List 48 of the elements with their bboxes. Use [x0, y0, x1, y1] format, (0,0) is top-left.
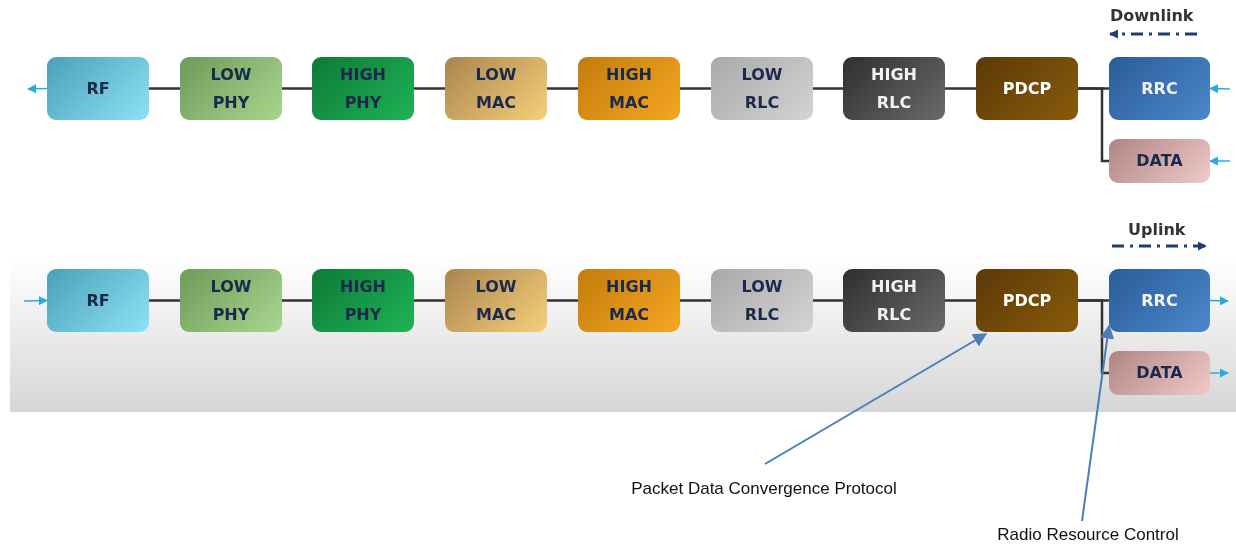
direction-label: Uplink [1128, 220, 1186, 239]
layer-block: PDCP [976, 269, 1078, 332]
connector-line [680, 299, 711, 302]
connector-line [149, 87, 180, 90]
connector-line [547, 87, 578, 90]
arrow [1209, 84, 1231, 94]
callout-text: Packet Data Convergence Protocol [631, 479, 897, 499]
connector-line [282, 87, 312, 90]
connector-line [945, 299, 976, 302]
arrow [1209, 368, 1229, 378]
layer-block: HIGH RLC [843, 57, 945, 120]
layer-block: HIGH PHY [312, 57, 414, 120]
connector-line [813, 87, 843, 90]
callout-text: Radio Resource Control [997, 525, 1179, 545]
arrow [1209, 156, 1231, 166]
layer-block: LOW MAC [445, 57, 547, 120]
connector-line [149, 299, 180, 302]
arrow [27, 84, 48, 94]
layer-block: RF [47, 269, 149, 332]
layer-block: LOW PHY [180, 269, 282, 332]
connector-line [414, 299, 445, 302]
arrow [23, 296, 48, 306]
layer-block: RRC [1109, 57, 1210, 120]
layer-block: DATA [1109, 139, 1210, 183]
leader-arrow [1081, 324, 1115, 522]
layer-block: PDCP [976, 57, 1078, 120]
layer-block: HIGH RLC [843, 269, 945, 332]
layer-block: HIGH PHY [312, 269, 414, 332]
layer-block: DATA [1109, 351, 1210, 395]
connector-line [945, 87, 976, 90]
layer-block: LOW RLC [711, 57, 813, 120]
layer-block: LOW RLC [711, 269, 813, 332]
connector-line [813, 299, 843, 302]
layer-block: RRC [1109, 269, 1210, 332]
connector-line [1078, 87, 1109, 163]
arrow [1209, 296, 1229, 306]
connector-line [414, 87, 445, 90]
connector-line [680, 87, 711, 90]
connector-line [547, 299, 578, 302]
leader-arrow [764, 333, 988, 465]
direction-label: Downlink [1110, 6, 1194, 25]
layer-block: LOW PHY [180, 57, 282, 120]
layer-block: HIGH MAC [578, 269, 680, 332]
layer-block: LOW MAC [445, 269, 547, 332]
layer-block: RF [47, 57, 149, 120]
layer-block: HIGH MAC [578, 57, 680, 120]
connector-line [1078, 299, 1109, 375]
connector-line [282, 299, 312, 302]
